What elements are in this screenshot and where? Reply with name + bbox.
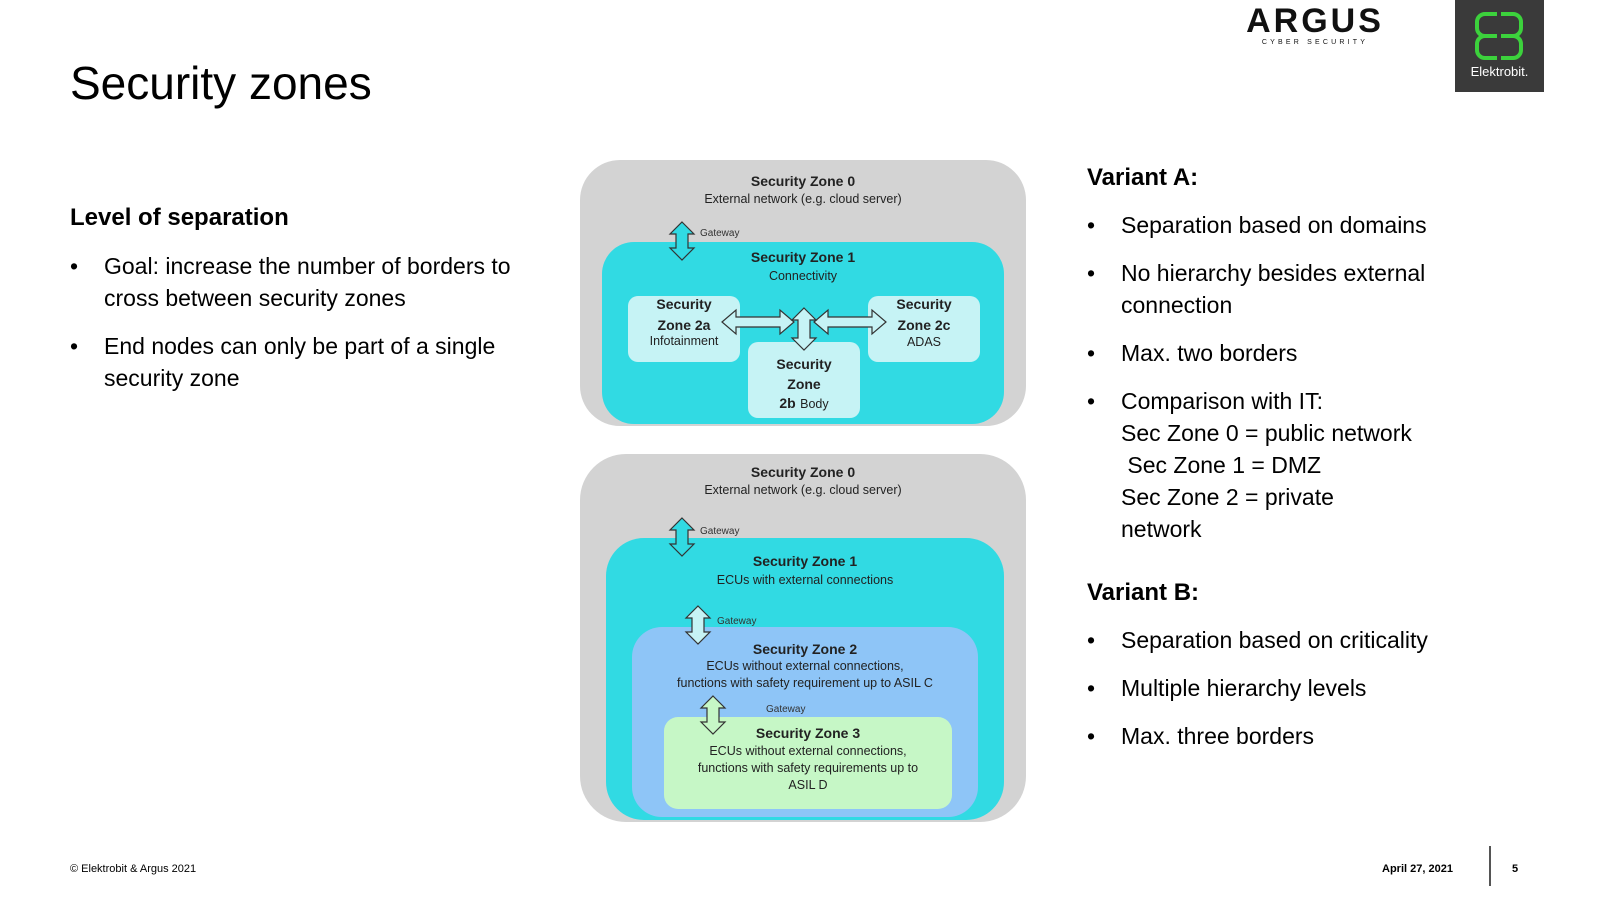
zone0-title: Security Zone 0: [750, 173, 856, 189]
zone2b-subtitle: Body: [800, 397, 829, 411]
gateway-arrow-icon: [684, 605, 712, 645]
zone3-subtitle: ECUs without external connections, funct…: [697, 744, 919, 792]
gateway-arrow-icon: [668, 517, 696, 557]
page-number: 5: [1512, 863, 1519, 875]
zone3-title: Security Zone 3: [755, 725, 861, 741]
footer-divider: [1489, 846, 1491, 886]
list-item: •Max. three borders: [1087, 723, 1315, 749]
variant-b-heading: Variant B:: [1087, 579, 1200, 606]
zone0-title: Security Zone 0: [750, 464, 856, 480]
zone0-subtitle: External network (e.g. cloud server): [704, 192, 902, 206]
zone2c-box: [868, 296, 980, 362]
argus-logo: ARGUS CYBER SECURITY: [1245, 4, 1385, 47]
zone1-title: Security Zone 1: [750, 249, 856, 265]
list-item: •No hierarchy besides external connectio…: [1087, 260, 1426, 318]
zone2c-title: Security Zone 2c: [896, 296, 952, 333]
diagram-b-shapes: [580, 454, 1026, 822]
elektrobit-logo-name: Elektrobit.: [1470, 64, 1529, 79]
zone2c-subtitle: ADAS: [906, 335, 942, 349]
list-item: •Multiple hierarchy levels: [1087, 675, 1367, 701]
gateway-arrow-icon: [699, 695, 727, 735]
list-item: •Comparison with IT: Sec Zone 0 = public…: [1087, 388, 1412, 542]
level-of-separation-heading: Level of separation: [70, 204, 289, 231]
zone2a-box: [628, 296, 740, 362]
zone1-subtitle: Connectivity: [768, 269, 838, 283]
zone2-subtitle: ECUs without external connections, funct…: [677, 659, 933, 690]
variant-a-heading: Variant A:: [1087, 164, 1199, 191]
diagram-variant-b: Security Zone 0 External network (e.g. c…: [578, 452, 1028, 824]
zone2b-box: [748, 342, 860, 418]
zone2a-subtitle: Infotainment: [649, 334, 719, 348]
double-arrow-icon: [721, 308, 795, 336]
zone1-subtitle: ECUs with external connections: [716, 573, 894, 587]
list-item: •End nodes can only be part of a single …: [70, 333, 496, 391]
zone2b-id: 2b: [779, 395, 796, 411]
zone2-title: Security Zone 2: [752, 641, 858, 657]
gateway-arrow-icon: [668, 221, 696, 261]
variant-a-bullet-list: •Separation based on domains •No hierarc…: [1087, 209, 1507, 545]
zone2b-title: Security Zone: [776, 356, 832, 392]
list-item: •Separation based on criticality: [1087, 627, 1428, 653]
list-item: •Separation based on domains: [1087, 212, 1427, 238]
diagram-variant-a: Security Zone 0 External network (e.g. c…: [578, 158, 1028, 428]
footer-date: April 27, 2021: [1382, 863, 1453, 875]
double-arrow-icon: [790, 307, 818, 351]
zone1-title: Security Zone 1: [752, 553, 858, 569]
double-arrow-icon: [813, 308, 887, 336]
list-item: •Goal: increase the number of borders to…: [70, 253, 511, 311]
elektrobit-mark-icon: [1475, 12, 1523, 60]
variant-b-bullet-list: •Separation based on criticality •Multip…: [1087, 624, 1507, 768]
gateway-label: Gateway: [700, 228, 740, 239]
gateway-label: Gateway: [717, 616, 757, 627]
diagram-a-shapes: [580, 160, 1026, 426]
zone2a-title: Security Zone 2a: [656, 296, 712, 333]
left-bullet-list: •Goal: increase the number of borders to…: [70, 250, 530, 410]
gateway-label: Gateway: [766, 704, 806, 715]
argus-logo-subtitle: CYBER SECURITY: [1261, 39, 1369, 46]
zone2b-label: 2b Body: [748, 394, 860, 413]
elektrobit-logo: [1455, 0, 1544, 92]
zone3-box: [664, 717, 952, 809]
zone0-subtitle: External network (e.g. cloud server): [704, 483, 902, 497]
footer-copyright: © Elektrobit & Argus 2021: [70, 863, 197, 875]
gateway-label: Gateway: [700, 526, 740, 537]
slide-title: Security zones: [70, 57, 372, 109]
argus-logo-word: ARGUS: [1246, 2, 1384, 40]
list-item: •Max. two borders: [1087, 340, 1298, 366]
